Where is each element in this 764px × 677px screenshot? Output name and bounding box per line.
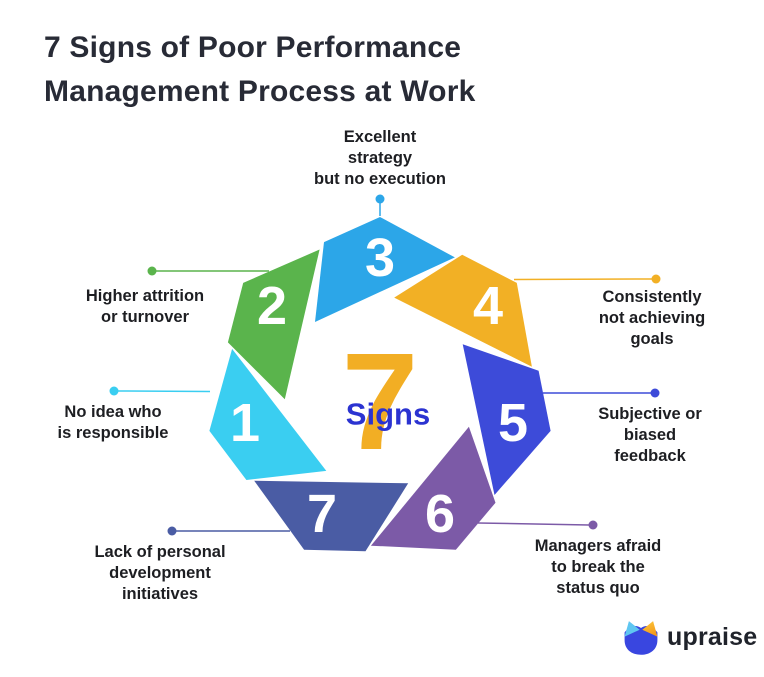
segment-blade-4 [394,254,532,367]
segment-blade-1 [209,348,327,480]
segment-number-4: 4 [473,276,503,336]
upraise-logo-text: upraise [667,623,758,651]
segment-label-7: Lack of personal development initiatives [50,542,270,605]
segment-label-6-line: to break the [551,558,645,576]
logo-petal-left [624,621,640,637]
segment-number-7: 7 [307,484,337,544]
segment-blade-2 [227,249,320,400]
segment-label-3: Excellent strategy but no execution [270,127,490,190]
segment-label-4-line: goals [630,330,674,348]
connector-line-6 [477,522,590,526]
center-big-number: 7 [342,325,419,479]
segment-label-5-line: feedback [614,447,686,465]
segment-label-4-line: not achieving [598,309,706,327]
logo-petal-right [642,621,658,637]
connector-dot-2 [147,266,157,276]
page-title-line2: Management Process at Work [44,75,476,108]
connector-dot-1 [109,386,119,396]
segment-label-7-line: initiatives [121,585,199,603]
connector-line-1 [117,390,211,393]
segment-label-5-line: biased [623,426,677,444]
connector-dot-3 [375,194,385,204]
segment-number-1: 1 [230,393,260,453]
segment-label-3-line: but no execution [314,170,446,188]
segment-label-5: Subjective or biased feedback [540,404,760,467]
segment-label-7-line: Lack of personal [94,543,226,561]
segment-label-2-line: Higher attrition [85,287,205,305]
segment-label-6-line: status quo [556,579,640,597]
segment-label-4-line: Consistently [602,288,702,306]
segment-label-6-line: Managers afraid [534,537,662,555]
segment-blade-3 [315,217,455,322]
center-signs-label: Signs [346,397,430,432]
segment-blade-5 [462,344,551,495]
segment-label-7-line: development [109,564,211,582]
segment-blade-6 [370,426,496,550]
segment-label-4: Consistently not achieving goals [542,287,762,350]
page-title: 7 Signs of Poor Performance Management P… [44,26,475,114]
segment-label-5-line: Subjective or [598,405,702,423]
upraise-logo-icon [624,621,658,655]
connector-line-4 [513,278,653,281]
segment-label-2: Higher attrition or turnover [35,286,255,328]
segment-number-6: 6 [425,484,455,544]
page-title-line1: 7 Signs of Poor Performance [44,31,462,64]
segment-label-3-line: strategy [347,149,413,167]
logo-petal-body [624,625,658,655]
connector-dot-6 [588,520,598,530]
connector-dot-4 [651,274,661,284]
segment-label-2-line: or turnover [100,308,189,326]
segment-number-5: 5 [498,393,528,453]
segment-label-6: Managers afraid to break the status quo [488,536,708,599]
upraise-logo: upraise [622,619,757,656]
connector-dot-7 [167,526,177,536]
segment-blade-7 [254,480,409,552]
segment-label-1: No idea who is responsible [3,402,223,444]
segment-number-2: 2 [257,276,287,336]
segment-number-3: 3 [365,228,395,288]
segment-label-1-line: No idea who [64,403,162,421]
segment-label-3-line: Excellent [343,128,417,146]
segment-label-1-line: is responsible [57,424,169,442]
connector-dot-5 [650,388,660,398]
